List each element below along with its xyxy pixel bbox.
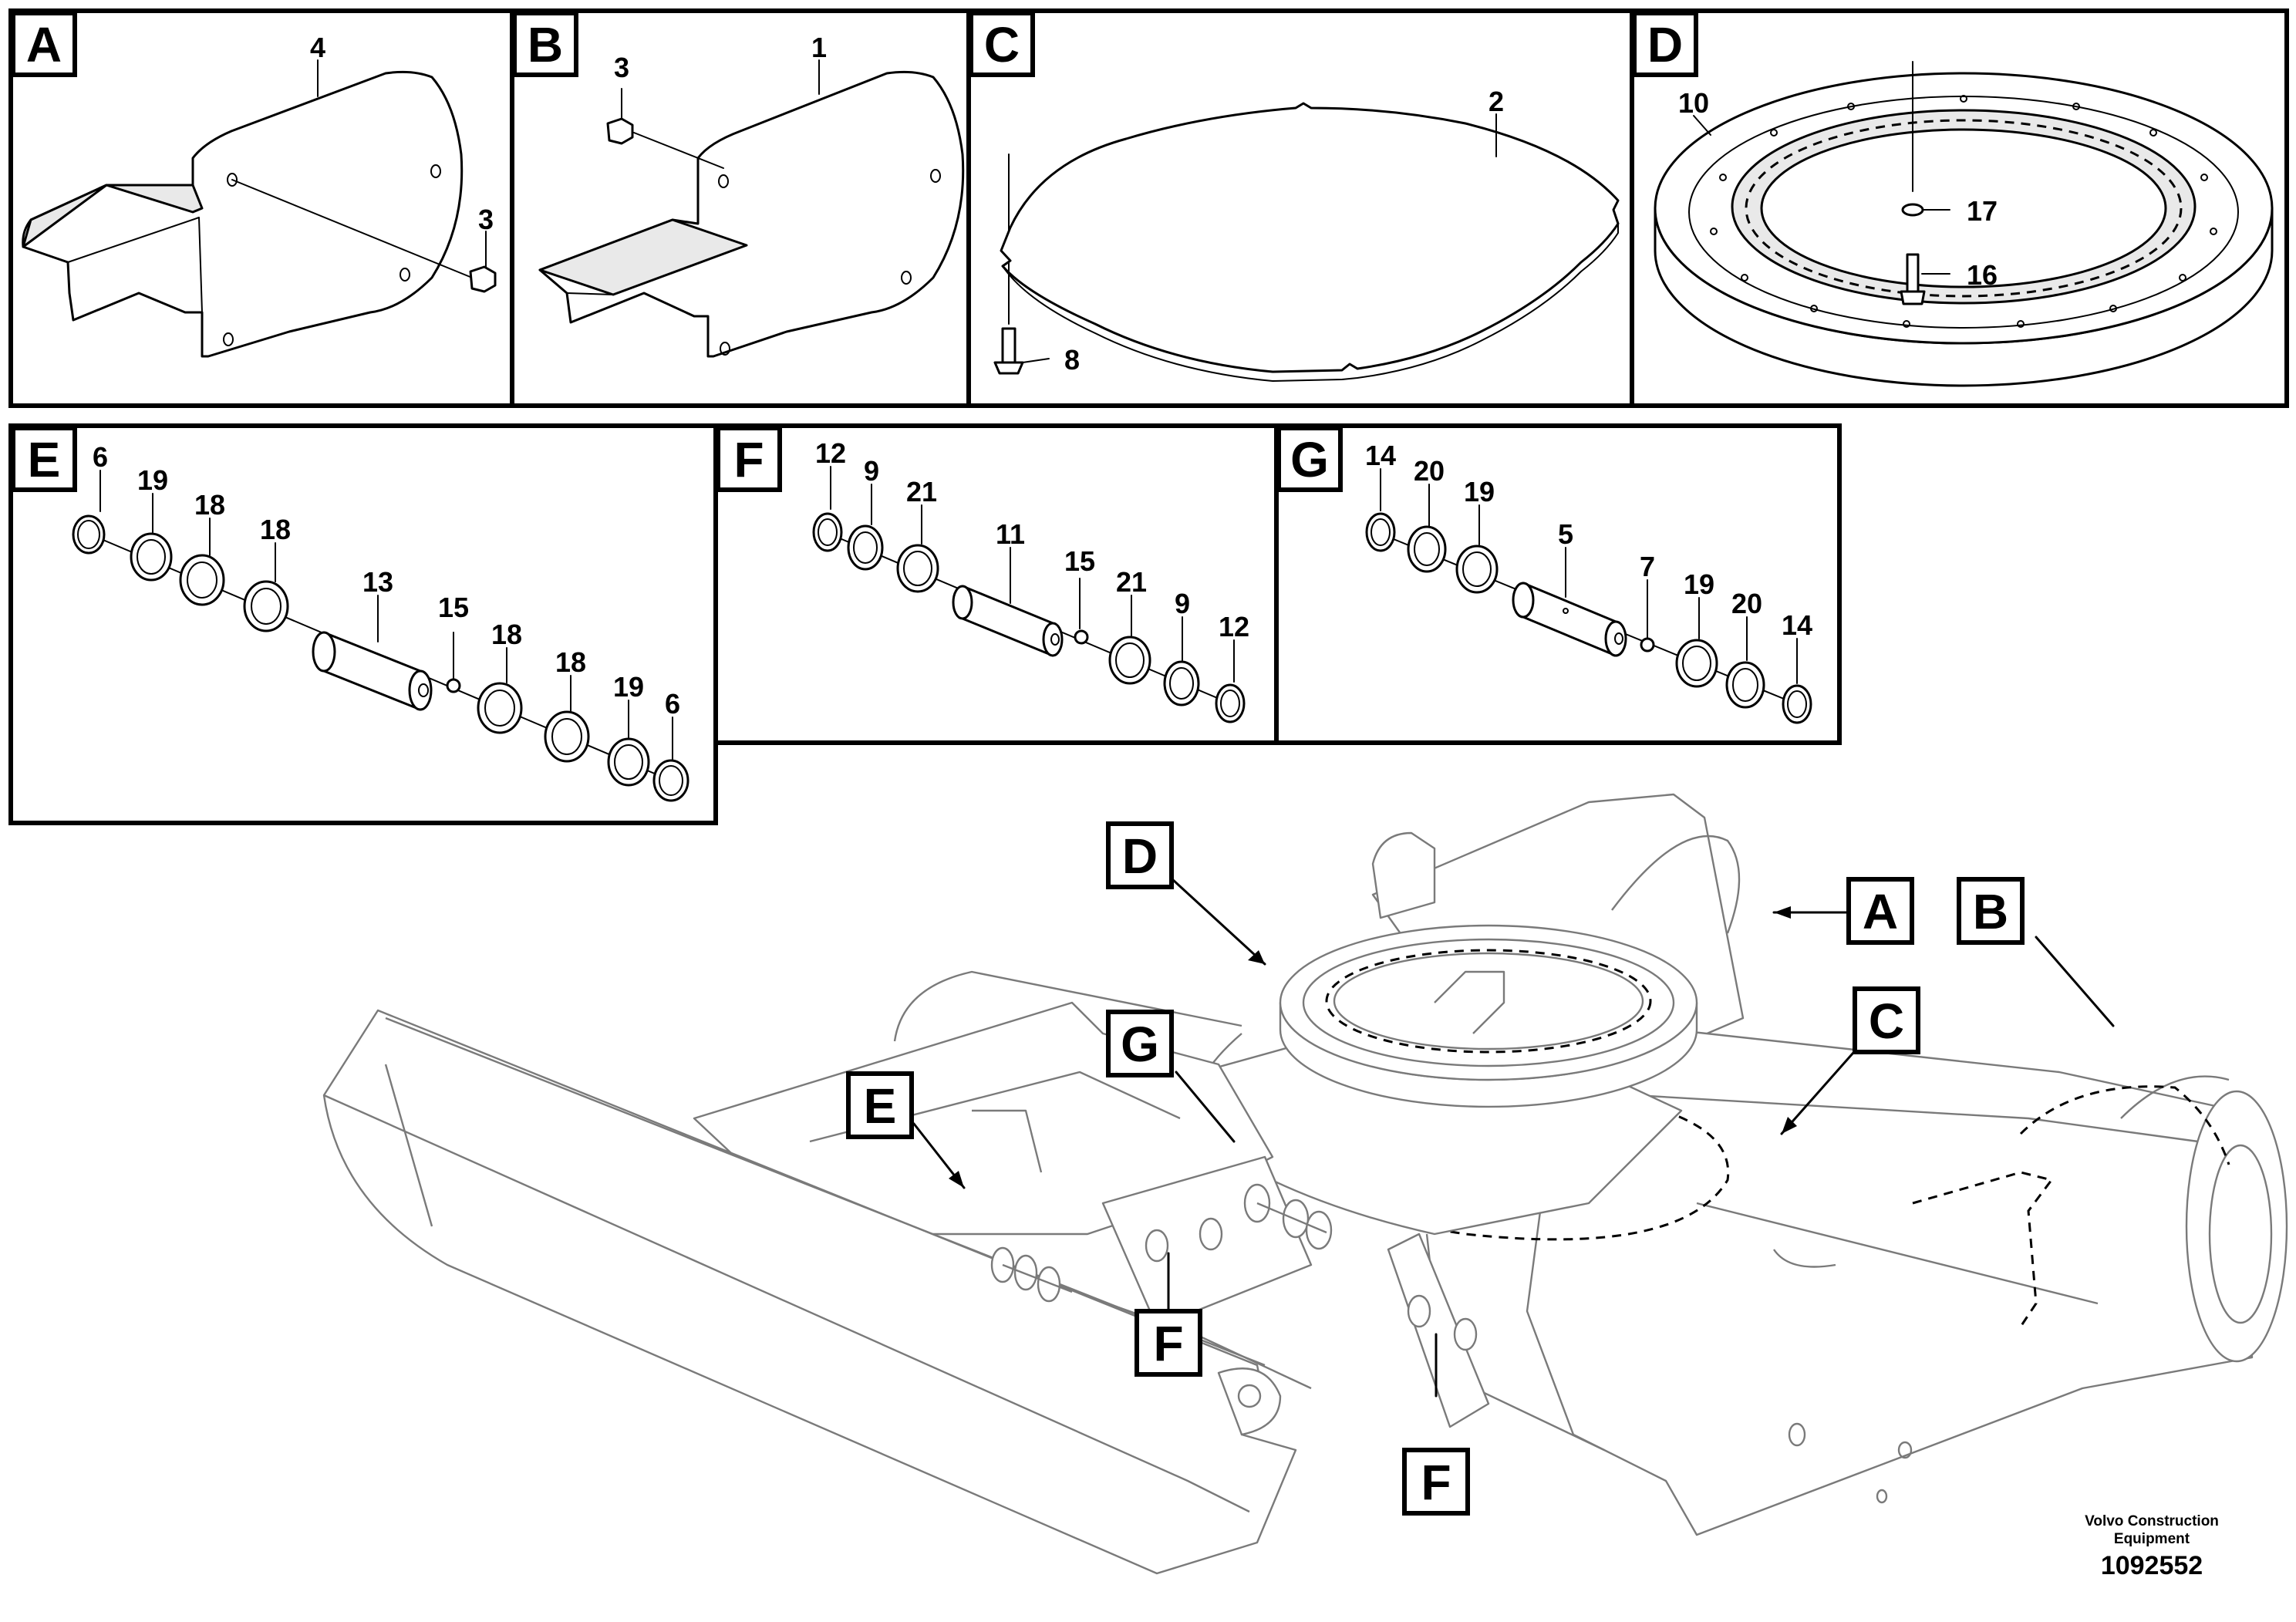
callout-d-10: 10	[1678, 87, 1709, 119]
panel-d-slew-ring-illustration	[1654, 61, 2274, 387]
panel-f-pin-stack	[812, 512, 1246, 723]
main-tag-g-box	[1106, 1010, 1174, 1077]
callout-d-17: 17	[1967, 195, 1998, 227]
callout-e-18d: 18	[555, 646, 586, 678]
panel-f: F 12 9 21 11 15 21	[713, 423, 1279, 745]
panel-g-label: G	[1290, 432, 1329, 487]
panel-g-pin-stack	[1365, 512, 1812, 724]
callout-e-15: 15	[438, 592, 469, 623]
callout-e-19a: 19	[137, 464, 168, 496]
callout-g-20a: 20	[1414, 455, 1445, 487]
callout-b-3: 3	[614, 52, 629, 83]
callout-f-21a: 21	[906, 476, 937, 508]
main-tag-b-box	[1957, 877, 2025, 945]
panel-d-label: D	[1647, 17, 1683, 73]
panel-b-bracket-illustration	[538, 70, 965, 358]
panel-b-label-box	[512, 11, 578, 77]
panel-f-label: F	[733, 432, 764, 487]
panel-a-bracket-illustration	[22, 70, 497, 358]
callout-e-18a: 18	[194, 489, 225, 521]
callout-f-12a: 12	[815, 437, 846, 469]
callout-e-19b: 19	[613, 671, 644, 703]
panel-d-label-box	[1632, 11, 1698, 77]
callout-g-5: 5	[1558, 518, 1573, 550]
callout-e-18c: 18	[491, 619, 522, 650]
callout-f-11: 11	[996, 518, 1025, 550]
callout-g-19a: 19	[1464, 476, 1495, 508]
callout-a-3: 3	[478, 204, 494, 235]
main-tag-f1: F	[1153, 1316, 1183, 1371]
panel-e-label-box	[11, 426, 77, 492]
assembly-pin-e	[990, 1246, 1073, 1303]
main-tag-f2-box	[1402, 1448, 1470, 1516]
main-tag-f1-box	[1135, 1309, 1202, 1377]
brand-line-2: Equipment	[2114, 1531, 2190, 1547]
title-block: Volvo Construction Equipment 1092552	[2085, 1513, 2219, 1580]
callout-f-15: 15	[1064, 545, 1095, 577]
callout-g-20b: 20	[1731, 588, 1762, 619]
main-tag-g: G	[1121, 1017, 1159, 1072]
main-view-leaders	[912, 878, 2115, 1398]
callout-g-7: 7	[1640, 551, 1655, 582]
main-tag-a-box	[1846, 877, 1914, 945]
panel-b: B 3 1	[510, 8, 971, 408]
callout-g-19b: 19	[1684, 568, 1714, 600]
callout-g-14a: 14	[1365, 440, 1396, 471]
main-tag-c: C	[1869, 993, 1904, 1049]
panel-e-label: E	[28, 432, 61, 487]
panel-d: D 10 17 16	[1630, 8, 2289, 408]
callout-f-9b: 9	[1175, 588, 1190, 619]
callout-b-1: 1	[811, 32, 827, 63]
callout-c-8: 8	[1064, 344, 1080, 376]
panel-c-label: C	[984, 17, 1020, 73]
callout-a-4: 4	[310, 32, 325, 63]
callout-d-16: 16	[1967, 259, 1998, 291]
main-view-tags: D A B C G E F F	[846, 821, 2025, 1516]
panel-b-label: B	[528, 17, 563, 73]
assembly-pin-f2	[1407, 1294, 1478, 1351]
panel-c-cover-plate-illustration	[993, 102, 1620, 382]
panel-a-label: A	[26, 17, 62, 73]
panel-c-label-box	[969, 11, 1035, 77]
assembly-pin-g	[1243, 1183, 1333, 1250]
callout-f-12b: 12	[1219, 611, 1249, 642]
panel-g: G 14 20 19 5 7	[1274, 423, 1842, 745]
panel-g-leaders	[1380, 468, 1798, 684]
callout-c-2: 2	[1489, 86, 1504, 117]
main-tag-c-box	[1853, 986, 1920, 1054]
callout-g-14b: 14	[1782, 609, 1812, 641]
panel-f-leaders	[830, 466, 1235, 683]
main-tag-d-box	[1106, 821, 1174, 889]
panel-e: E 6 19	[8, 423, 718, 825]
callout-e-6a: 6	[93, 441, 108, 473]
drawing-number: 1092552	[2101, 1551, 2203, 1580]
panel-a-label-box	[11, 11, 77, 77]
callout-e-13: 13	[362, 566, 393, 598]
panel-e-pin-stack	[72, 514, 689, 802]
brand-line-1: Volvo Construction	[2085, 1513, 2219, 1529]
panel-g-label-box	[1276, 426, 1343, 492]
callout-f-21b: 21	[1116, 566, 1147, 598]
main-tag-e-box	[846, 1071, 914, 1139]
main-tag-e: E	[864, 1078, 897, 1134]
main-tag-a: A	[1863, 884, 1898, 939]
panel-c: C 2 8	[966, 8, 1634, 408]
main-tag-f2: F	[1421, 1455, 1451, 1510]
callout-e-18b: 18	[260, 514, 291, 545]
panel-f-label-box	[716, 426, 782, 492]
panel-e-leaders	[99, 470, 673, 760]
callout-f-9a: 9	[864, 455, 879, 487]
undercarriage-assembly	[322, 793, 2288, 1575]
main-tag-d: D	[1122, 828, 1158, 884]
main-tag-b: B	[1973, 884, 2008, 939]
callout-e-6b: 6	[665, 688, 680, 720]
assembly-pin-f1	[1145, 1217, 1223, 1263]
panel-a: A 4 3	[8, 8, 514, 408]
